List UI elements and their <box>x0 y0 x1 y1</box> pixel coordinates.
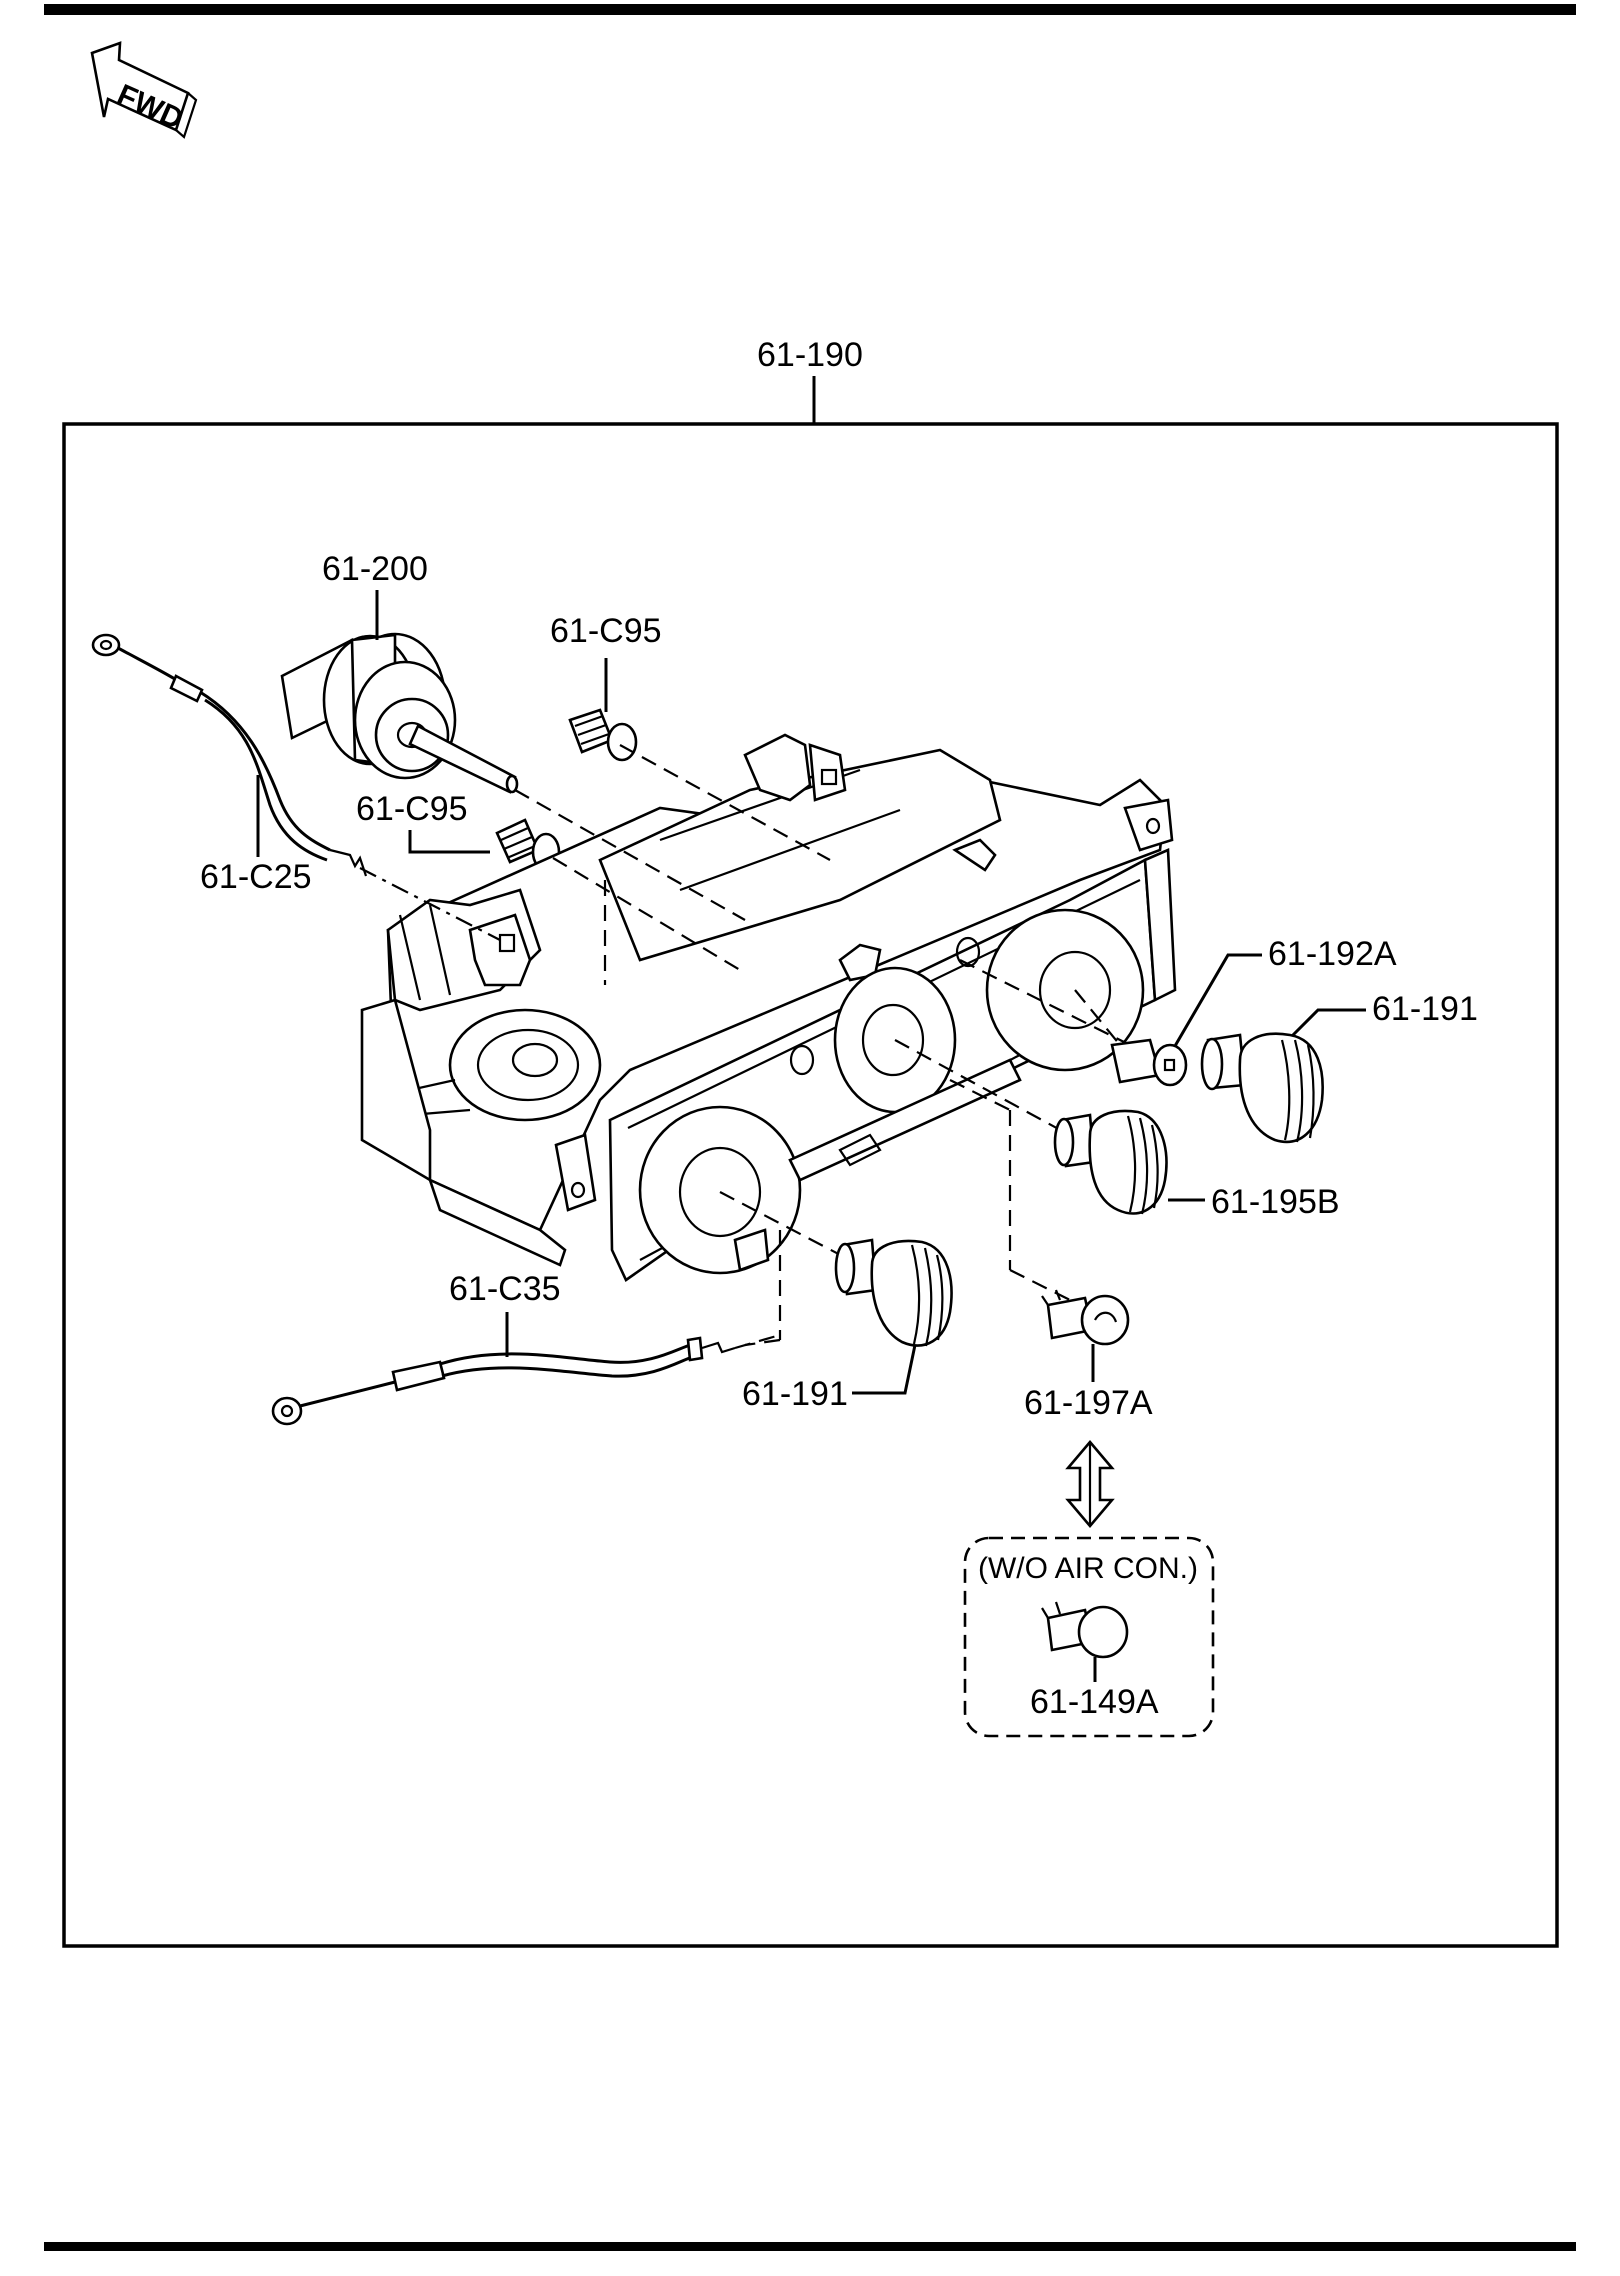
assembly-frame <box>62 422 1559 1948</box>
label-61-C25: 61-C25 <box>200 858 312 896</box>
label-61-195B: 61-195B <box>1211 1183 1340 1221</box>
label-61-197A: 61-197A <box>1024 1384 1153 1422</box>
label-61-C95-lower: 61-C95 <box>356 790 468 828</box>
interchange-arrow-icon <box>1065 1439 1115 1529</box>
top-rule <box>44 4 1576 15</box>
label-61-C35: 61-C35 <box>449 1270 561 1308</box>
blower-motor <box>280 632 519 794</box>
fwd-arrow-icon: FWD <box>90 41 198 139</box>
cable-lower <box>271 1336 736 1426</box>
knob-left <box>834 1238 953 1347</box>
label-61-191-left: 61-191 <box>742 1375 848 1413</box>
label-61-C95-upper: 61-C95 <box>550 612 662 650</box>
cable-upper <box>91 633 368 877</box>
switch-alt <box>1041 1601 1129 1659</box>
bulb-upper <box>568 708 638 762</box>
label-61-149A: 61-149A <box>1030 1683 1159 1721</box>
knob-right <box>1200 1032 1324 1144</box>
variant-note: (W/O AIR CON.) <box>978 1552 1198 1585</box>
label-61-192A: 61-192A <box>1268 935 1397 973</box>
label-61-190: 61-190 <box>757 336 863 374</box>
label-61-200: 61-200 <box>322 550 428 588</box>
label-61-191-right: 61-191 <box>1372 990 1478 1028</box>
switch-push <box>1041 1289 1130 1346</box>
dial-left <box>638 1105 802 1275</box>
bulb-holder-right <box>1110 1038 1188 1087</box>
variant-box <box>963 1536 1215 1738</box>
dial-right <box>985 908 1145 1072</box>
bottom-rule <box>44 2242 1576 2251</box>
knob-center <box>1053 1109 1168 1215</box>
